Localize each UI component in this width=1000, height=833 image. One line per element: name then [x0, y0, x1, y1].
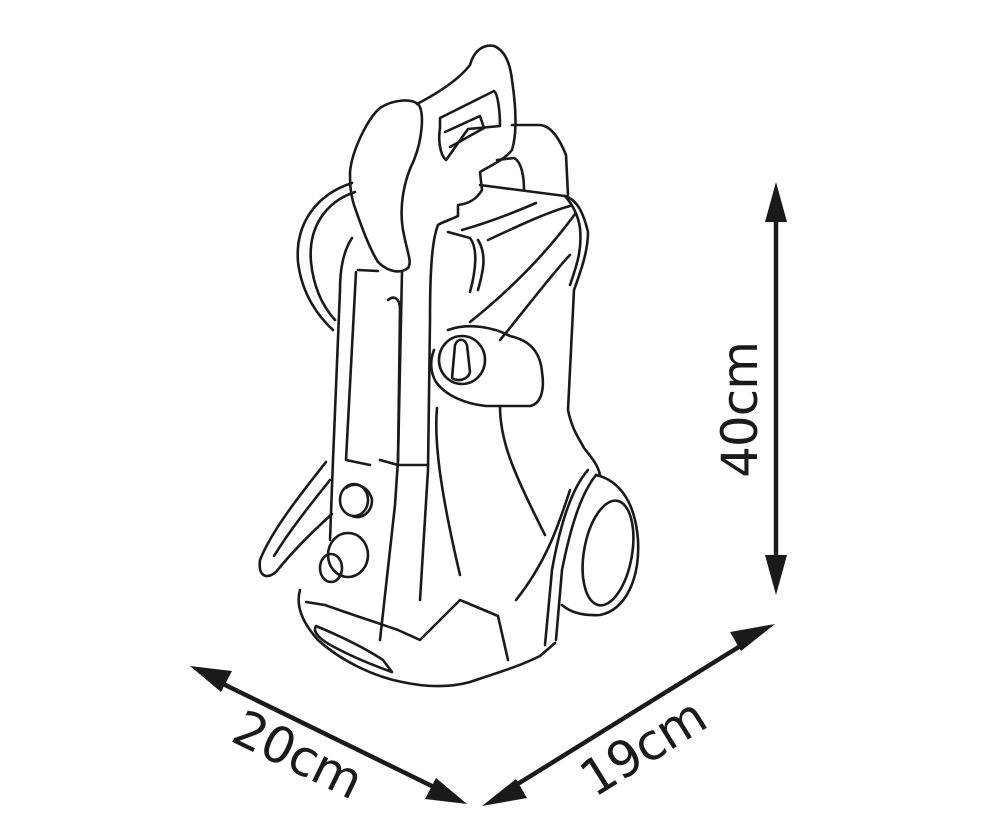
- hose-lower-loop: [258, 460, 334, 578]
- pressure-dial-pointer: [450, 338, 472, 382]
- body-right-fold: [563, 194, 582, 287]
- depth-dimension-line: [506, 638, 752, 792]
- wheel-arch-1: [554, 473, 598, 642]
- left-side-step: [378, 458, 430, 467]
- width-arrow-right-icon: [425, 778, 467, 804]
- depth-arrow-left-icon: [482, 779, 527, 806]
- hose-upper-loop: [296, 181, 354, 332]
- front-panel-left: [418, 223, 440, 602]
- body-facet-3: [468, 212, 577, 324]
- depth-arrow-right-icon: [730, 624, 775, 651]
- height-arrow-up-icon: [765, 182, 787, 222]
- body-facet-1: [460, 201, 538, 232]
- base-outline: [297, 588, 557, 688]
- depth-dimension: 19cm: [482, 624, 775, 808]
- left-side-panel: [328, 236, 354, 542]
- width-label: 20cm: [224, 699, 372, 811]
- lower-body-curve-2: [498, 404, 547, 537]
- wheel-hub: [581, 499, 635, 607]
- dial-housing: [429, 324, 545, 408]
- hose-connector-body: [344, 483, 374, 519]
- water-inlet-cap: [318, 552, 344, 584]
- pressure-dial-outer: [437, 334, 487, 386]
- left-side-slot: [344, 268, 402, 467]
- body-facet-2: [486, 204, 572, 242]
- body-facet-6: [476, 238, 485, 292]
- back-handle-inner: [495, 156, 526, 192]
- width-dimension-line: [214, 677, 441, 793]
- base-front-face: [304, 598, 510, 662]
- back-handle-tower: [510, 123, 570, 197]
- gun-handle-window-inner: [443, 114, 486, 149]
- body-facet-5: [446, 230, 477, 294]
- width-arrow-left-icon: [190, 666, 232, 692]
- lower-body-curve-1: [434, 406, 462, 577]
- body-facet-4: [498, 253, 572, 342]
- wheel-rim-outer: [560, 473, 640, 617]
- gun-handle-window: [437, 89, 502, 162]
- base-slot: [313, 624, 394, 674]
- height-label: 40cm: [711, 342, 769, 478]
- lower-body-curve-3: [514, 488, 572, 602]
- body-top-right: [478, 183, 602, 477]
- hose-upper-loop-inner: [309, 190, 357, 322]
- gun-handle: [415, 44, 517, 227]
- height-dimension: 40cm: [711, 182, 787, 595]
- pressure-washer-illustration: [258, 44, 640, 688]
- height-arrow-down-icon: [765, 555, 787, 595]
- wheel-arch-2: [543, 468, 590, 647]
- gun-grip: [348, 99, 424, 273]
- hose-lower-inner: [272, 478, 332, 558]
- width-dimension: 20cm: [190, 666, 467, 811]
